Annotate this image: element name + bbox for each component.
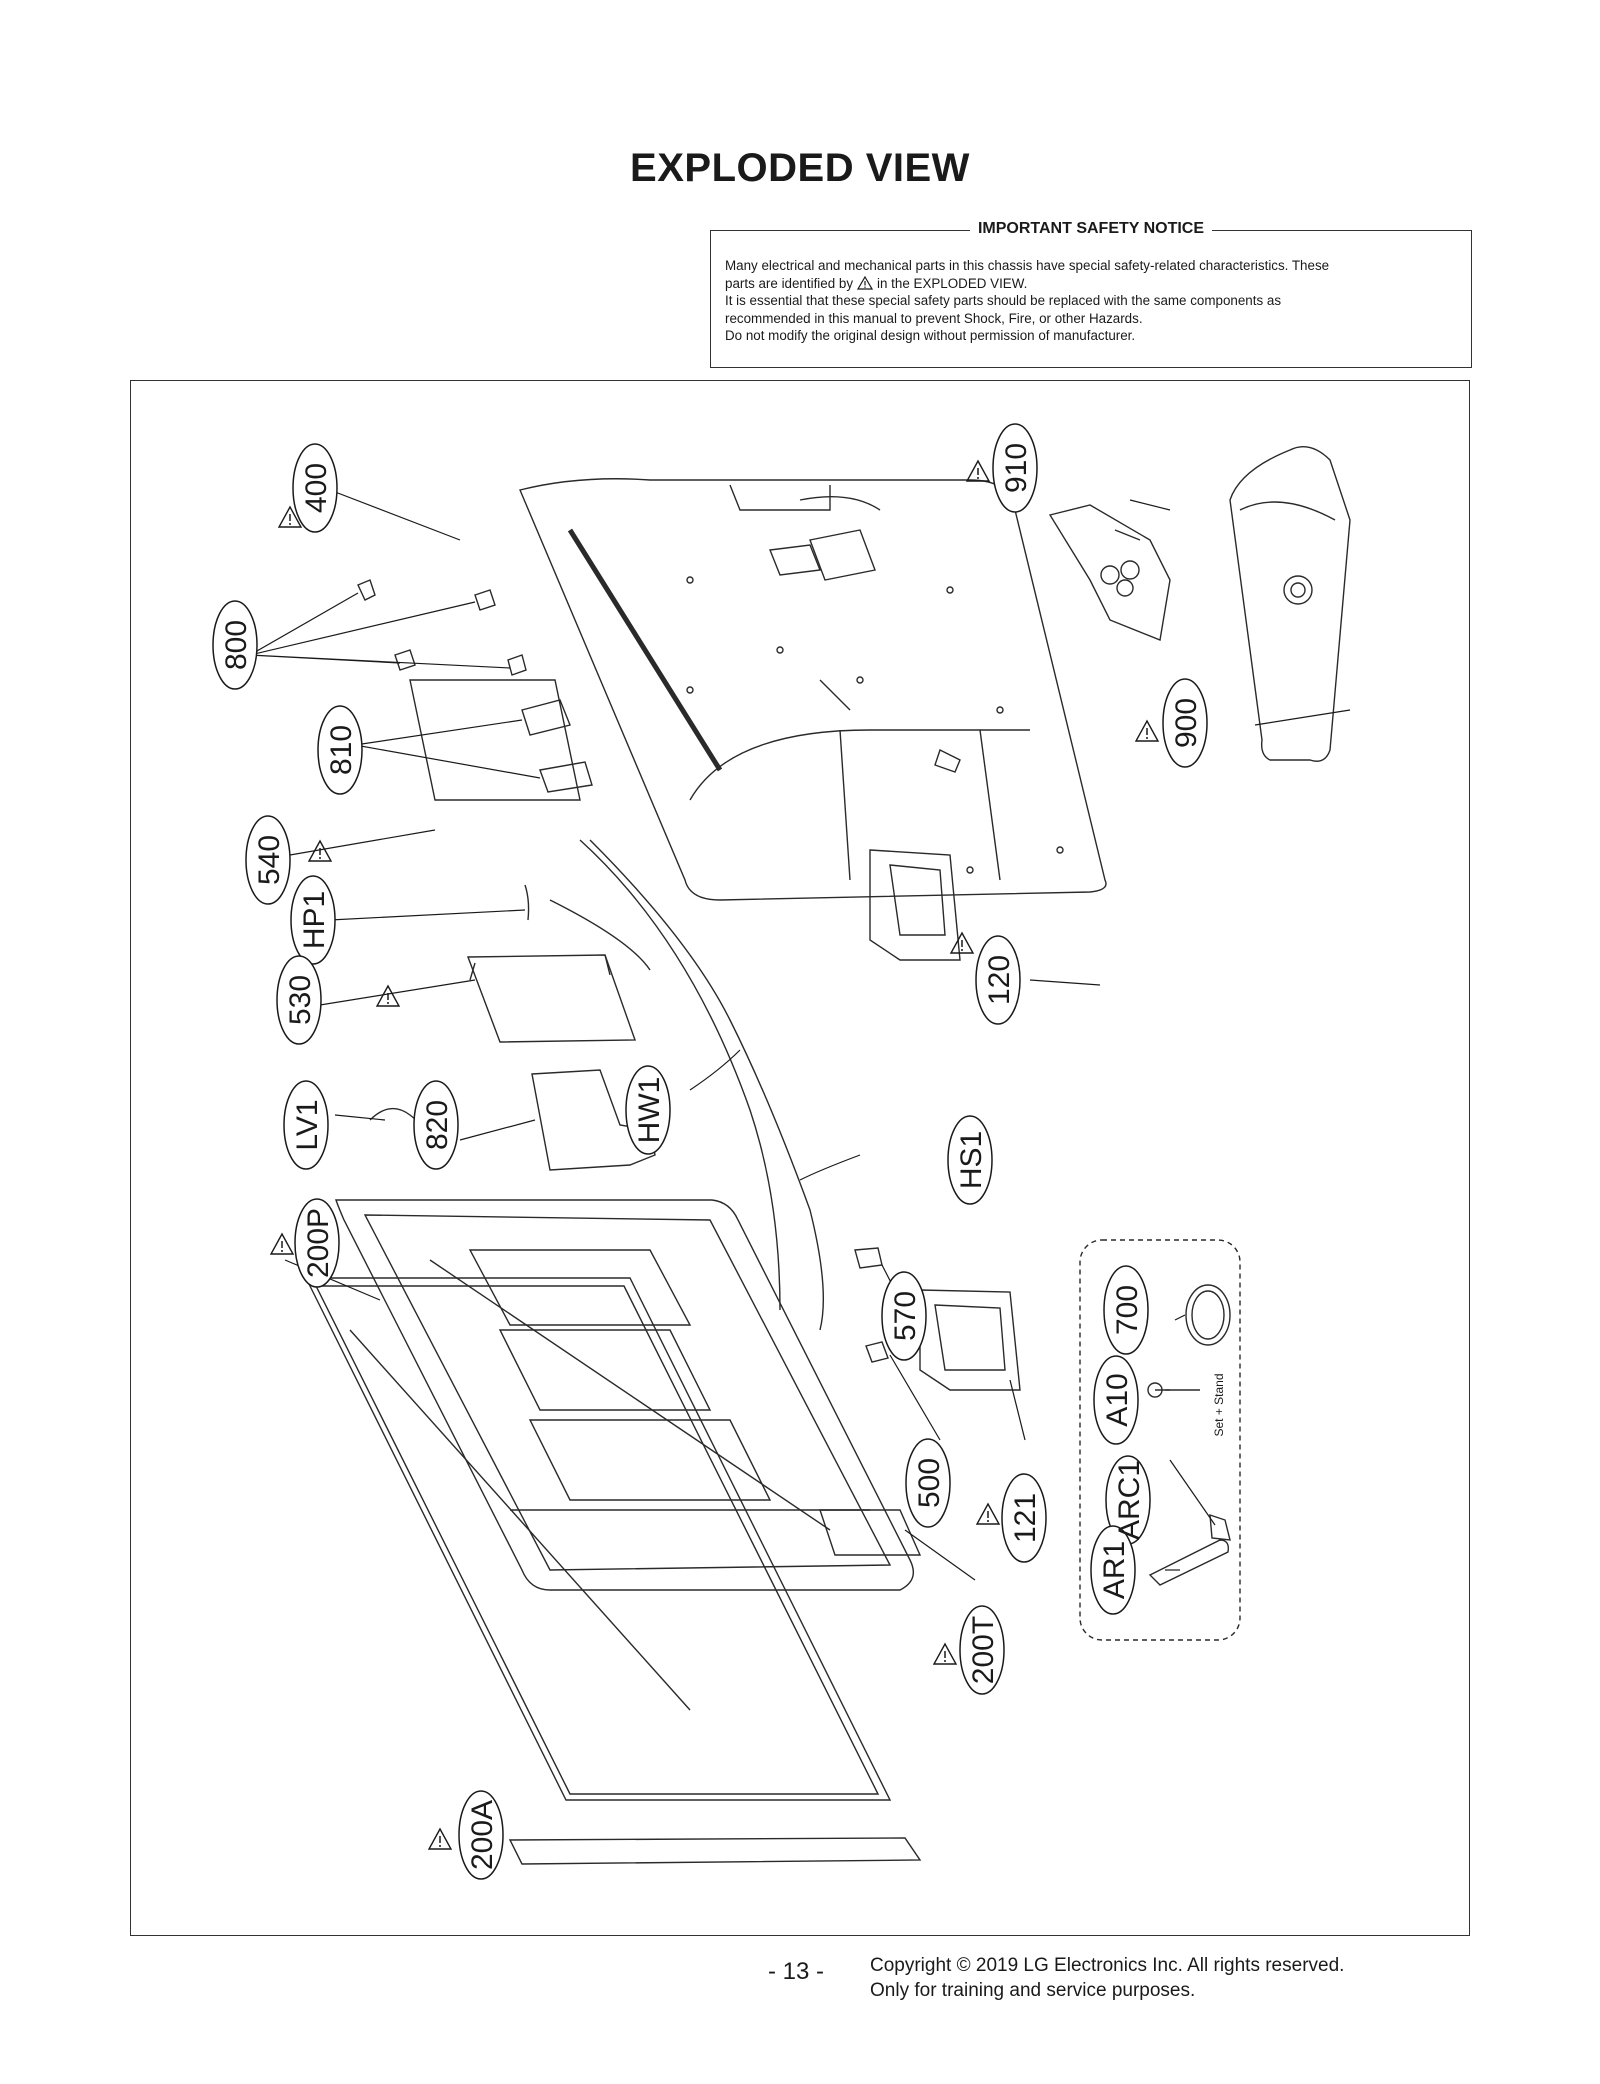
part-label-AR1: AR1 bbox=[1098, 1541, 1131, 1599]
power-cord-part-700 bbox=[1185, 1284, 1231, 1346]
notice-line-5: Do not modify the original design withou… bbox=[725, 328, 1136, 343]
panel-part-200A bbox=[304, 1277, 892, 1801]
safety-notice-text: Many electrical and mechanical parts in … bbox=[725, 257, 1459, 345]
safety-notice-heading: IMPORTANT SAFETY NOTICE bbox=[969, 220, 1213, 237]
warning-triangle-icon bbox=[966, 460, 990, 482]
part-label-820: 820 bbox=[421, 1100, 454, 1150]
notice-line-1: Many electrical and mechanical parts in … bbox=[725, 258, 1330, 273]
copyright-line-1: Copyright © 2019 LG Electronics Inc. All… bbox=[870, 1955, 1345, 1976]
main-frame-part-200P bbox=[335, 1199, 914, 1591]
warning-triangle-icon bbox=[376, 985, 400, 1007]
bottom-strip-part-200A bbox=[508, 1837, 922, 1865]
warning-triangle-icon bbox=[270, 1233, 294, 1255]
warning-triangle-icon bbox=[976, 1503, 1000, 1525]
part-label-121: 121 bbox=[1009, 1493, 1042, 1543]
part-label-HS1: HS1 bbox=[955, 1131, 988, 1189]
safety-notice-box: IMPORTANT SAFETY NOTICE Many electrical … bbox=[710, 220, 1472, 368]
warning-triangle-icon bbox=[857, 275, 874, 290]
speaker-part-120 bbox=[869, 849, 961, 961]
speaker-part-121 bbox=[919, 1289, 1021, 1391]
screw-part-A10 bbox=[1147, 1382, 1200, 1398]
part-label-530: 530 bbox=[284, 975, 317, 1025]
warning-triangle-icon bbox=[428, 1828, 452, 1850]
part-label-A10: A10 bbox=[1101, 1373, 1134, 1426]
notice-line-3: It is essential that these special safet… bbox=[725, 293, 1282, 308]
part-label-LV1: LV1 bbox=[291, 1099, 324, 1150]
stand-neck-part-910 bbox=[1048, 504, 1171, 641]
bracket-parts-800 bbox=[357, 579, 527, 676]
back-cover-part-400 bbox=[519, 478, 1107, 901]
part-label-910: 910 bbox=[1000, 443, 1033, 493]
part-label-HP1: HP1 bbox=[298, 891, 331, 949]
part-label-900: 900 bbox=[1170, 698, 1203, 748]
copyright-notice: Copyright © 2019 LG Electronics Inc. All… bbox=[870, 1953, 1344, 2003]
remote-cradle-part-ARC1 bbox=[1209, 1513, 1231, 1541]
warning-triangle-icon bbox=[1135, 720, 1159, 742]
warning-triangle-icon bbox=[933, 1643, 957, 1665]
page-title: EXPLODED VIEW bbox=[630, 146, 970, 190]
cable-part-HS1 bbox=[589, 839, 825, 1331]
power-board-part-530 bbox=[466, 954, 636, 1043]
warning-triangle-icon bbox=[950, 932, 974, 954]
part-label-500: 500 bbox=[913, 1458, 946, 1508]
part-label-200A: 200A bbox=[466, 1800, 499, 1870]
part-label-200P: 200P bbox=[302, 1208, 335, 1278]
part-label-570: 570 bbox=[889, 1291, 922, 1341]
notice-line-4: recommended in this manual to prevent Sh… bbox=[725, 310, 1143, 326]
remote-part-AR1 bbox=[1148, 1539, 1230, 1586]
main-board-part-540 bbox=[409, 679, 581, 801]
page-number: - 13 - bbox=[768, 1958, 825, 1985]
diagram-frame bbox=[130, 380, 1470, 1936]
stand-base-part-900 bbox=[1229, 446, 1351, 762]
part-label-810: 810 bbox=[325, 725, 358, 775]
part-label-800: 800 bbox=[220, 620, 253, 670]
part-label-700: 700 bbox=[1111, 1285, 1144, 1335]
bracket-parts-810 bbox=[521, 699, 593, 793]
accessory-box bbox=[1079, 1239, 1241, 1641]
tcon-part-200T bbox=[819, 1509, 922, 1556]
part-label-400: 400 bbox=[300, 463, 333, 513]
set-stand-note: Set + Stand bbox=[1212, 1373, 1226, 1436]
cable-part-HW1 bbox=[549, 839, 781, 1311]
copyright-line-2: Only for training and service purposes. bbox=[870, 1980, 1196, 2001]
small-part-500 bbox=[865, 1341, 889, 1363]
part-label-120: 120 bbox=[983, 955, 1016, 1005]
small-part-570 bbox=[854, 1247, 883, 1269]
part-label-HW1: HW1 bbox=[633, 1077, 666, 1144]
cable-part-HP1 bbox=[524, 884, 530, 921]
part-label-ARC1: ARC1 bbox=[1113, 1460, 1146, 1540]
exploded-view-diagram: 400 910 900 800 810 540 HP1 530 120 LV1 … bbox=[212, 423, 1351, 1880]
part-label-200T: 200T bbox=[967, 1616, 1000, 1684]
part-label-540: 540 bbox=[253, 835, 286, 885]
